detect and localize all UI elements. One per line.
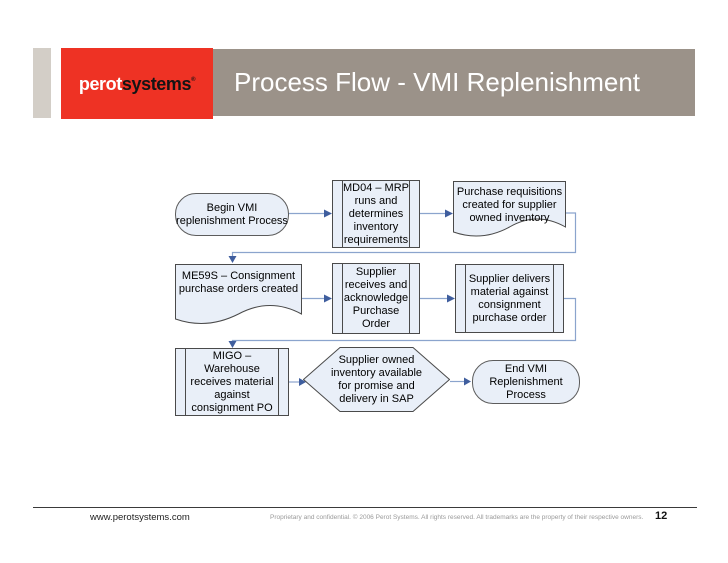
flow-node-inventory-available: Supplier owned inventory available for p… bbox=[303, 347, 450, 412]
arrowhead bbox=[447, 294, 455, 303]
node-label: MIGO – Warehouse receives material again… bbox=[190, 349, 274, 414]
perotsystems-logo: perotsystems® bbox=[61, 48, 213, 119]
footer-divider bbox=[33, 507, 697, 508]
registered-trademark-icon: ® bbox=[191, 76, 196, 83]
flow-node-end: End VMI Replenishment Process bbox=[472, 360, 580, 404]
logo-perot: perot bbox=[78, 73, 122, 94]
node-label: Purchase requisitions created for suppli… bbox=[456, 186, 563, 224]
arrowhead bbox=[324, 294, 332, 303]
arrowhead bbox=[445, 209, 453, 218]
node-label: End VMI Replenishment Process bbox=[489, 362, 563, 401]
footer-disclaimer: Proprietary and confidential. © 2006 Per… bbox=[270, 514, 644, 521]
flow-node-md04-mrp: MD04 – MRP runs and determines inventory… bbox=[332, 180, 420, 248]
footer-url: www.perotsystems.com bbox=[90, 512, 190, 523]
node-label: Supplier owned inventory available for p… bbox=[330, 353, 423, 405]
node-label: Supplier receives and acknowledge Purcha… bbox=[343, 266, 409, 330]
flow-node-purchase-requisitions: Purchase requisitions created for suppli… bbox=[453, 181, 566, 245]
title-bar: Process Flow - VMI Replenishment bbox=[213, 49, 695, 116]
hexagon-shape bbox=[303, 347, 450, 412]
node-label: Begin VMI replenishment Process bbox=[176, 201, 288, 227]
arrowhead bbox=[464, 377, 471, 386]
flow-node-migo: MIGO – Warehouse receives material again… bbox=[175, 348, 289, 416]
slide-title: Process Flow - VMI Replenishment bbox=[234, 67, 641, 97]
node-label: Supplier delivers material against consi… bbox=[468, 272, 551, 324]
arrowhead bbox=[324, 209, 332, 218]
page-number: 12 bbox=[655, 510, 668, 522]
logo-systems: systems bbox=[121, 73, 192, 94]
flow-node-supplier-delivers: Supplier delivers material against consi… bbox=[455, 264, 564, 333]
node-label: MD04 – MRP runs and determines inventory… bbox=[342, 181, 410, 246]
header-accent-bar bbox=[33, 48, 51, 118]
flow-node-supplier-receives: Supplier receives and acknowledge Purcha… bbox=[332, 263, 420, 334]
flow-node-me59s: ME59S – Consignment purchase orders crea… bbox=[175, 264, 302, 333]
arrowhead bbox=[228, 256, 237, 263]
flow-node-begin: Begin VMI replenishment Process bbox=[175, 193, 289, 236]
predefined-process-bars bbox=[185, 349, 279, 415]
logo-wordmark: perotsystems® bbox=[78, 73, 196, 94]
arrowhead bbox=[228, 341, 237, 348]
node-label: ME59S – Consignment purchase orders crea… bbox=[178, 270, 299, 295]
